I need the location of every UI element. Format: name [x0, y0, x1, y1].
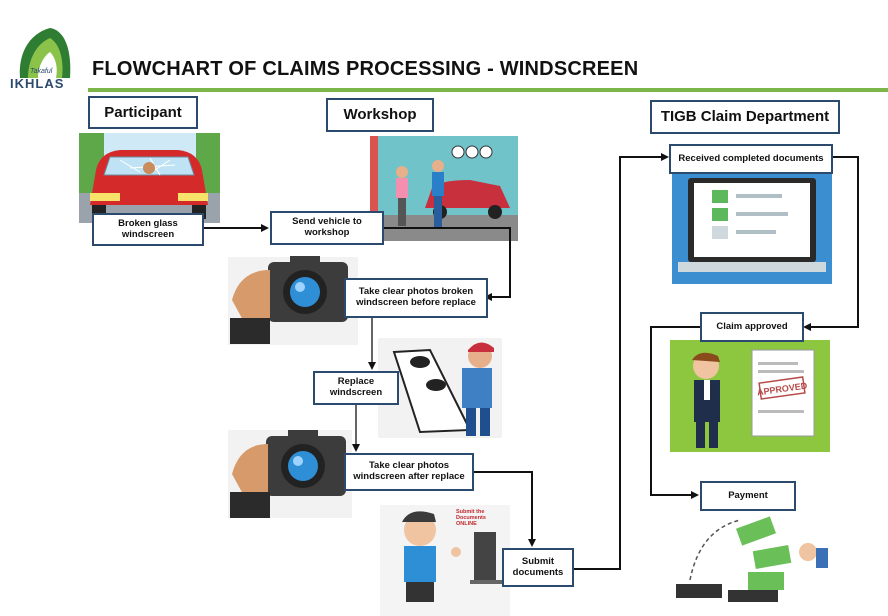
step-photos-before: Take clear photos broken windscreen befo… [344, 278, 488, 318]
step-payment: Payment [700, 481, 796, 511]
workshop-header: Workshop [326, 98, 434, 132]
submit-online-illustration [380, 505, 510, 616]
step-claim-approved: Claim approved [700, 312, 804, 342]
submit-online-caption: Submit the Documents ONLINE [456, 509, 486, 527]
step-send-vehicle: Send vehicle to workshop [270, 211, 384, 245]
step-photos-after: Take clear photos windscreen after repla… [344, 453, 474, 491]
step-received-documents: Received completed documents [669, 144, 833, 174]
step-replace: Replace windscreen [313, 371, 399, 405]
broken-car-illustration [79, 133, 220, 223]
page-title: FLOWCHART OF CLAIMS PROCESSING - WINDSCR… [92, 58, 639, 80]
title-underline [88, 88, 888, 92]
camera-illustration-after [228, 430, 352, 518]
camera-illustration-before [228, 256, 358, 345]
laptop-documents-illustration [672, 172, 832, 284]
payment-illustration [676, 516, 828, 602]
approved-businessman-illustration: APPROVED [670, 340, 830, 452]
tigb-claim-department-header: TIGB Claim Department [650, 100, 840, 134]
logo-small-text: Takaful [30, 68, 53, 75]
participant-header: Participant [88, 96, 198, 129]
step-submit-documents: Submit documents [502, 548, 574, 587]
logo-leaf-icon [19, 28, 71, 78]
connector-arrows [202, 153, 859, 570]
workshop-illustration [370, 136, 518, 241]
step-broken-glass: Broken glass windscreen [92, 213, 204, 246]
logo-brand-text: IKHLAS [10, 76, 65, 91]
